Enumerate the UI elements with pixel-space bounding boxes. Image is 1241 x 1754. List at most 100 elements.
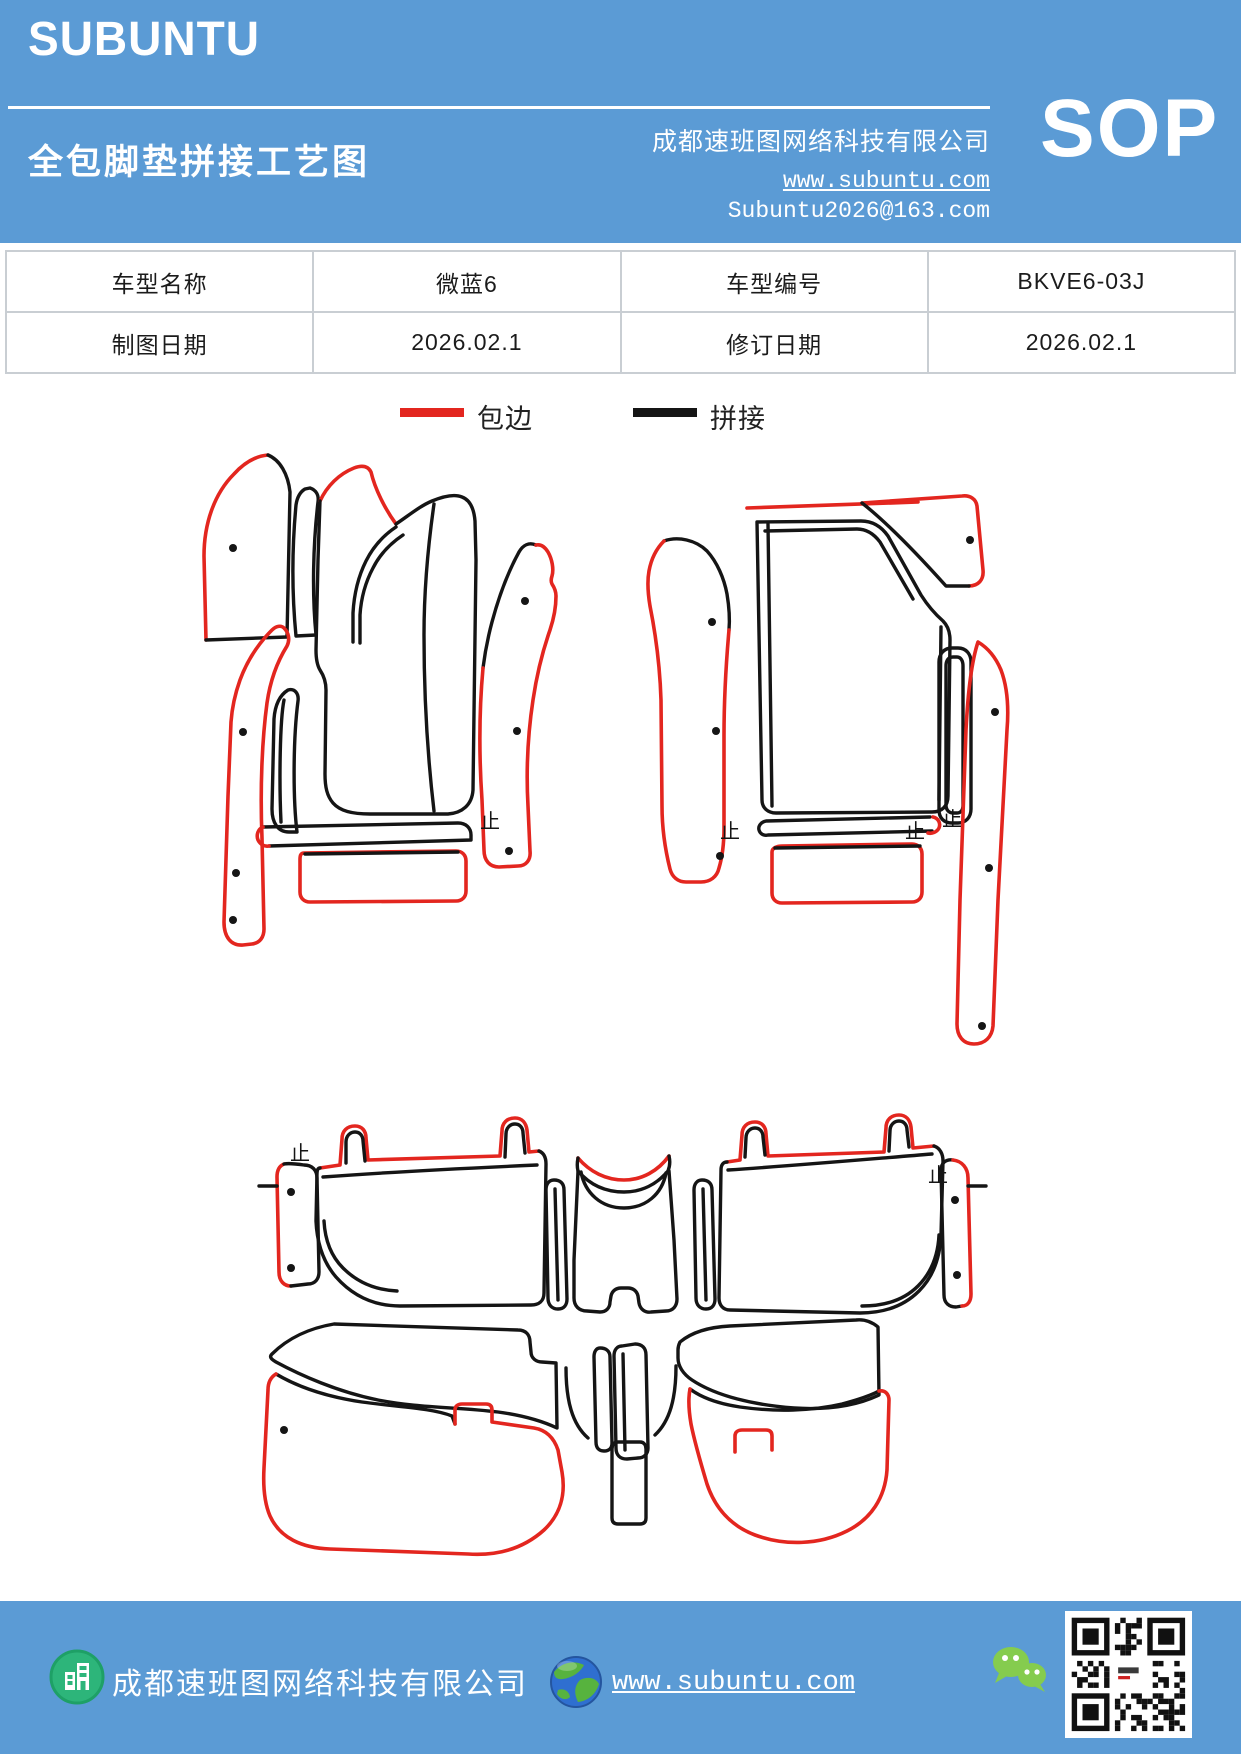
sop-badge: SOP	[1040, 83, 1220, 174]
alignment-dot	[991, 708, 999, 716]
draw-date-value: 2026.02.1	[312, 311, 622, 374]
alignment-dot	[521, 597, 529, 605]
splice-path	[662, 537, 732, 632]
splice-path	[757, 815, 934, 837]
header-email: Subuntu2026@163.com	[727, 198, 990, 224]
splice-seam	[743, 1126, 767, 1159]
footer-company-name: 成都速班图网络科技有限公司	[112, 1668, 528, 1701]
stop-mark: 止	[905, 820, 925, 843]
splice-seam	[887, 1119, 911, 1153]
draw-date-label: 制图日期	[4, 311, 315, 374]
edge-binding-label: 包边	[477, 404, 533, 434]
edge-binding-path	[576, 1154, 671, 1182]
edge-binding-path	[318, 464, 398, 526]
splice-seam	[344, 1130, 367, 1165]
stop-mark: 止	[290, 1142, 310, 1165]
splice-seam	[621, 1352, 627, 1452]
splice-swatch	[633, 408, 697, 417]
splice-path	[544, 1178, 569, 1311]
splice-seam	[944, 655, 965, 815]
splice-seam	[358, 533, 405, 645]
splice-path	[261, 821, 473, 848]
alignment-dot	[229, 544, 237, 552]
brand-logo: SUBUNTU	[28, 13, 260, 66]
splice-seam	[503, 1122, 527, 1159]
splice-path	[688, 1387, 881, 1412]
alignment-dot	[232, 869, 240, 877]
splice-path	[314, 493, 478, 816]
edge-binding-path	[222, 624, 291, 947]
splice-seam	[579, 1170, 668, 1210]
splice-seam	[422, 502, 436, 813]
alignment-dot	[280, 1426, 288, 1434]
edge-binding-path	[725, 1113, 936, 1164]
header-company-name: 成都速班图网络科技有限公司	[651, 128, 990, 156]
edge-binding-path	[275, 1162, 293, 1288]
alignment-dot	[229, 916, 237, 924]
header-divider	[8, 106, 990, 109]
splice-seam	[564, 1366, 590, 1440]
splice-path	[692, 1178, 717, 1311]
splice-seam	[937, 625, 943, 802]
splice-path	[592, 1346, 614, 1453]
splice-seam	[763, 527, 915, 601]
splice-seam	[351, 525, 398, 644]
edge-binding-swatch	[400, 408, 464, 417]
alignment-dot	[953, 1271, 961, 1279]
model-code-label: 车型编号	[619, 250, 929, 313]
qr-code-pattern	[1071, 1617, 1186, 1732]
stop-mark: 止	[942, 808, 962, 831]
splice-seam	[553, 1187, 560, 1302]
edge-binding-path	[261, 1372, 565, 1557]
splice-path	[303, 850, 460, 856]
splice-path	[291, 486, 320, 638]
edge-binding-path	[318, 1116, 541, 1170]
splice-path	[755, 519, 952, 815]
alignment-dot	[708, 618, 716, 626]
stop-mark: 止	[480, 810, 500, 833]
splice-seam	[321, 1163, 539, 1179]
splice-path	[572, 1169, 679, 1314]
footer-website-link[interactable]: www.subuntu.com	[612, 1668, 856, 1698]
edge-binding-path	[860, 494, 985, 588]
alignment-dot	[716, 852, 724, 860]
edge-binding-path	[733, 1428, 774, 1454]
splice-path	[939, 1158, 964, 1309]
info-table: 车型名称 微蓝6 车型编号 BKVE6-03J 制图日期 2026.02.1 修…	[4, 250, 1237, 374]
splice-path	[282, 1161, 321, 1288]
revise-date-value: 2026.02.1	[926, 311, 1237, 374]
header-website-link[interactable]: www.subuntu.com	[782, 168, 990, 194]
alignment-dot	[951, 1196, 959, 1204]
splice-label: 拼接	[710, 404, 766, 434]
splice-path	[481, 542, 538, 670]
model-code-value: BKVE6-03J	[926, 250, 1237, 313]
edge-binding-path	[955, 640, 1010, 1046]
splice-seam	[322, 1219, 399, 1293]
table-row: 制图日期 2026.02.1 修订日期 2026.02.1	[4, 311, 1237, 374]
alignment-dot	[287, 1264, 295, 1272]
edge-binding-path	[951, 1158, 973, 1308]
qr-code	[1065, 1611, 1192, 1738]
splice-path	[274, 1372, 457, 1426]
wechat-icon	[993, 1647, 1046, 1692]
alignment-dot	[287, 1188, 295, 1196]
splice-seam	[766, 522, 774, 808]
edge-binding-path	[687, 1387, 891, 1545]
splice-path	[937, 646, 973, 825]
splice-path	[204, 453, 292, 642]
splice-path	[314, 1149, 548, 1308]
front-right-mat-group: 止 止 止	[646, 494, 1010, 1046]
building-icon	[49, 1649, 105, 1705]
alignment-dot	[985, 864, 993, 872]
edge-binding-path	[478, 543, 558, 869]
splice-seam	[701, 1187, 708, 1302]
splice-seam	[653, 1364, 678, 1437]
stop-mark: 止	[720, 820, 740, 843]
edge-binding-path	[770, 842, 924, 905]
splice-path	[676, 1318, 881, 1411]
splice-seam	[278, 698, 286, 824]
splice-path	[860, 501, 971, 588]
alignment-dot	[978, 1022, 986, 1030]
model-name-value: 微蓝6	[312, 250, 622, 313]
